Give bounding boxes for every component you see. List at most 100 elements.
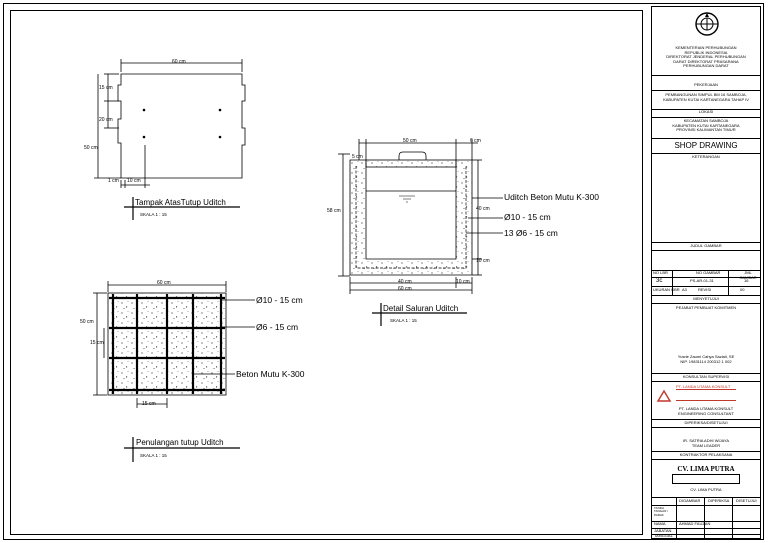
ppk-nip: NIP. 19831114 200312 1 002 xyxy=(680,359,732,364)
section-lip-l: 5 cm xyxy=(352,154,363,160)
rebar-height-dim: 50 cm xyxy=(80,319,94,325)
no-lbr-header: NO LBR xyxy=(653,270,668,275)
rebar-spacing-h: 15 cm xyxy=(142,401,156,407)
drawing-type: SHOP DRAWING xyxy=(652,139,760,154)
pekerjaan-header: PEKERJAAN xyxy=(652,82,760,91)
section-title: Detail Saluran Uditch xyxy=(383,304,459,313)
section-base: 10 cm xyxy=(476,258,490,264)
judul-block xyxy=(652,250,760,271)
sig-col-3: DISETUJUI xyxy=(736,498,757,503)
sig-row-jabatan-label: JABATAN xyxy=(654,528,672,533)
top-total-dim: 50 cm xyxy=(84,145,98,151)
top-view-title: Tampak AtasTutup Uditch xyxy=(135,198,226,207)
pekerjaan-line-1: PEMBANGUNAN SIMPUL BM 16 SAMBOJA, xyxy=(665,92,747,97)
keterangan-header: KETERANGAN xyxy=(692,154,720,159)
sig-row-tanggal-label: TANGGAL xyxy=(654,533,673,538)
section-bot-r: 10 cm xyxy=(456,279,470,285)
tb-divider-4 xyxy=(704,497,705,539)
section-bar2-label: 13 Ø6 - 15 cm xyxy=(504,228,558,238)
section-height: 58 cm xyxy=(327,208,341,214)
rebar-scale: SKALA 1 : 15 xyxy=(140,453,167,458)
konsultan-name-2: ENGINEERING CONSULTANT xyxy=(678,411,734,416)
pekerjaan-line-2: KABUPATEN KUTAI KARTANEGARA TAHAP IV xyxy=(663,96,749,102)
konsultan-block: PT. LANDA UTAMA KONSULT PT. LANDA UTAMA … xyxy=(652,381,760,420)
section-wall: 40 cm xyxy=(476,206,490,212)
org-line-4: DARAT DIREKTORAT PRASARANA xyxy=(673,58,739,64)
sig-row-nama-label: NAMA xyxy=(654,521,666,526)
lokasi-header: LOKASI xyxy=(652,109,760,118)
sig-row-jabatan: JABATAN xyxy=(652,528,760,535)
diperiksa-block: IR. SATRIA ADHI WIJAYA TEAM LEADER xyxy=(652,427,760,452)
konsultan-logo-lines xyxy=(676,389,736,401)
section-concrete-label: Uditch Beton Mutu K-300 xyxy=(504,192,599,202)
top-b1-dim: 1 cm xyxy=(108,178,119,184)
konsultan-logo-icon xyxy=(657,389,671,402)
top-h2-dim: 20 cm xyxy=(99,117,113,123)
jml-header: JML GAMBAR xyxy=(739,270,757,280)
ukuran-header: UKURAN GBR xyxy=(653,287,680,292)
ukuran-value: A3 xyxy=(682,287,687,292)
kontraktor-logo: CV. LIMA PUTRA xyxy=(677,465,735,473)
ukuran-row: UKURAN GBR A3 REVISI 00 xyxy=(652,286,760,296)
rebar-bar2-label: Ø6 - 15 cm xyxy=(256,322,299,332)
top-h1-dim: 15 cm xyxy=(99,85,113,91)
revisi-value: 00 xyxy=(740,287,745,292)
section-bar1-label: Ø10 - 15 cm xyxy=(504,212,551,222)
no-gbr-value: PS-AR-01-31 xyxy=(690,278,714,283)
keterangan-block: KETERANGAN xyxy=(652,153,760,243)
lokasi-line-1: KECAMATAN SAMBOJA xyxy=(683,118,729,123)
lokasi-block: KECAMATAN SAMBOJA KABUPATEN KUTAI KARTAN… xyxy=(652,117,760,139)
kontraktor-header: KONTRAKTOR PELAKSANA xyxy=(652,451,760,460)
sig-col-1: DIGAMBAR xyxy=(679,498,701,503)
ministry-emblem xyxy=(695,12,719,36)
section-top-dim: 50 cm xyxy=(403,138,417,144)
top-view-scale: SKALA 1 : 15 xyxy=(140,212,167,217)
top-width-dim: 60 cm xyxy=(172,59,186,65)
rebar-concrete-label: Beton Mutu K-300 xyxy=(236,369,305,379)
sig-header-row: DIGAMBAR DIPERIKSA DISETUJUI xyxy=(652,497,760,506)
ppk-block: PEJABAT PEMBUAT KOMITMEN Yusrie Zaumi Ca… xyxy=(652,303,760,374)
sig-row-nama: NAMA AHMAD FAUZAN xyxy=(652,521,760,529)
sig-row-ttd-label: TANDA TANGAN / PARAF xyxy=(654,506,668,517)
diperiksa-name: IR. SATRIA ADHI WIJAYA xyxy=(682,438,729,443)
rebar-view xyxy=(93,281,255,462)
drawing-area xyxy=(10,10,643,535)
konsultan-header: KONSULTAN SUPERVISI xyxy=(652,373,760,382)
diperiksa-header: DIPERIKSA/DISETUJUI xyxy=(652,419,760,428)
lokasi-line-3: PROVINSI KALIMANTAN TIMUR xyxy=(676,127,736,133)
rebar-title: Penulangan tutup Uditch xyxy=(136,438,224,447)
jml-value: 16 xyxy=(744,278,749,283)
section-bot-in: 40 cm xyxy=(398,279,412,285)
no-value-row: 3c PS-AR-01-31 16 xyxy=(652,277,760,287)
rebar-width-dim: 60 cm xyxy=(157,280,171,286)
konsultan-logo-text: PT. LANDA UTAMA KONSULT xyxy=(676,384,731,389)
top-view xyxy=(94,59,246,220)
sig-row-ttd: TANDA TANGAN / PARAF xyxy=(652,505,760,522)
sig-row-tanggal: TANGGAL xyxy=(652,533,760,539)
no-lbr-value: 3c xyxy=(656,278,663,284)
kontraktor-block: CV. LIMA PUTRA CV. LIMA PUTRA xyxy=(652,459,760,498)
diperiksa-role: TEAM LEADER xyxy=(691,443,721,448)
judul-header: JUDUL GAMBAR xyxy=(652,242,760,251)
org-line-2: REPUBLIK INDONESIA xyxy=(684,49,728,55)
section-view xyxy=(338,139,503,326)
rebar-bar1-label: Ø10 - 15 cm xyxy=(256,295,303,305)
section-lip-r: 6 cm xyxy=(470,138,481,144)
tb-divider-1 xyxy=(672,270,673,295)
konsultan-name-1: PT. LANDA UTAMA KONSULT xyxy=(678,406,734,411)
title-block: KEMENTERIAN PERHUBUNGAN REPUBLIK INDONES… xyxy=(651,6,761,539)
tb-divider-2 xyxy=(728,270,729,295)
revisi-header: REVISI xyxy=(698,287,712,292)
no-gbr-header: NO GAMBAR xyxy=(696,270,721,275)
kontraktor-logo-box xyxy=(672,474,740,484)
pekerjaan-block: PEMBANGUNAN SIMPUL BM 16 SAMBOJA, KABUPA… xyxy=(652,90,760,110)
section-bot-total: 60 cm xyxy=(398,286,412,292)
org-line-3: DIREKTORAT JENDERAL PERHUBUNGAN xyxy=(666,54,746,60)
sig-name-value: AHMAD FAUZAN xyxy=(679,521,711,526)
menyetujui-header: MENYETUJUI xyxy=(652,295,760,304)
drawing-sheet xyxy=(3,3,764,540)
org-block: KEMENTERIAN PERHUBUNGAN REPUBLIK INDONES… xyxy=(652,38,760,76)
kontraktor-sign: CV. LIMA PUTRA xyxy=(690,487,722,492)
ppk-name: Yusrie Zaumi Cahya Sazlali, SE xyxy=(677,354,735,359)
